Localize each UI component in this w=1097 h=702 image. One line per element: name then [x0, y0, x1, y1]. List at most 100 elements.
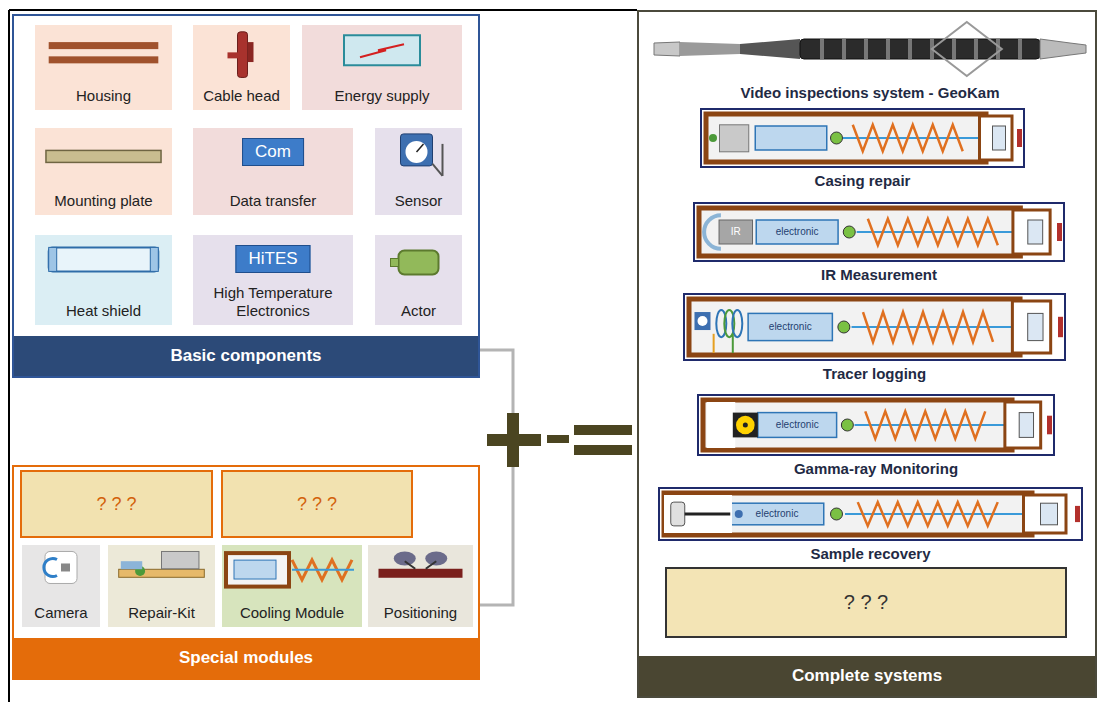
probe-tool — [683, 293, 1066, 361]
shape — [360, 44, 404, 57]
icon-label: Com — [242, 138, 304, 166]
system-caption: Video inspections system - GeoKam — [650, 84, 1090, 101]
shape — [743, 423, 748, 428]
panel-title: Special modules — [179, 648, 313, 668]
component-label: Data transfer — [196, 192, 350, 210]
probe-tool — [658, 487, 1083, 541]
module-label: electronic — [730, 503, 824, 525]
camera-icon — [22, 545, 100, 599]
shape — [405, 561, 416, 569]
shape — [748, 313, 832, 340]
shape — [863, 312, 993, 342]
shape — [732, 310, 742, 337]
frame-line — [8, 10, 10, 702]
shape — [720, 125, 749, 152]
placeholder-text: ? ? ? — [844, 591, 888, 614]
shape — [226, 553, 289, 586]
system-caption: Gamma-ray Monitoring — [697, 460, 1055, 477]
shape — [1005, 402, 1041, 448]
repair-icon — [108, 545, 215, 599]
shape — [1047, 416, 1052, 435]
shape — [704, 215, 721, 249]
shape — [831, 132, 843, 144]
shape — [1058, 317, 1063, 337]
tool-figure: Casing repair — [700, 108, 1025, 190]
shape — [756, 220, 838, 244]
shape — [680, 42, 740, 56]
energy-icon — [302, 25, 462, 82]
component-box: Camera — [22, 545, 100, 627]
shape — [1028, 220, 1043, 244]
probe-tool — [697, 394, 1055, 456]
shape — [1075, 506, 1080, 522]
bracket-line — [480, 467, 513, 605]
module-label: electronic — [748, 313, 832, 340]
shape — [980, 116, 1013, 160]
shape — [1041, 503, 1058, 525]
shape — [1017, 129, 1022, 147]
placeholder-text: ? ? ? — [96, 494, 136, 515]
component-box: Cable head — [193, 25, 290, 110]
shape — [399, 251, 439, 275]
shape — [344, 35, 420, 65]
shape — [853, 125, 963, 151]
panel-title: Complete systems — [792, 666, 942, 686]
shape — [1028, 313, 1043, 340]
shape — [1012, 301, 1050, 353]
shape — [685, 513, 731, 516]
shape — [46, 150, 161, 162]
component-box: Repair-Kit — [108, 545, 215, 627]
shape — [952, 39, 956, 59]
shape — [406, 141, 428, 163]
tool-figure: Tracer loggingelectronic — [683, 293, 1066, 383]
shape — [1013, 210, 1050, 254]
shape — [1057, 223, 1062, 241]
panel-bar: Complete systems — [639, 656, 1095, 696]
shape — [664, 495, 732, 533]
shape — [758, 413, 837, 438]
panel: Special modules ? ? ? ? ? ? CameraRepair-Ki… — [12, 465, 480, 680]
shape — [838, 321, 850, 333]
shape — [713, 334, 715, 353]
shape — [841, 419, 853, 431]
actor-icon — [375, 235, 462, 297]
shape — [234, 560, 276, 579]
shape — [1024, 495, 1067, 533]
component-box: Energy supply — [302, 25, 462, 110]
component-box: ? ? ? — [665, 567, 1067, 638]
shape — [664, 493, 1032, 535]
shape — [1040, 39, 1086, 59]
shape — [228, 52, 240, 58]
icon-label: HiTES — [235, 245, 310, 273]
shape — [61, 563, 70, 571]
component-box: Mounting plate — [35, 128, 172, 215]
module-label: electronic — [758, 413, 837, 438]
shape — [699, 208, 1020, 256]
component-label: Energy supply — [305, 87, 459, 105]
shape — [49, 247, 159, 271]
shape — [868, 219, 998, 245]
component-box: ? ? ? — [221, 470, 413, 538]
shape — [150, 247, 158, 271]
shape — [974, 39, 978, 59]
shape — [162, 551, 199, 568]
shape — [852, 326, 1017, 328]
component-box: Actor — [375, 235, 462, 325]
shape — [49, 56, 159, 63]
shape — [736, 416, 755, 435]
component-box: Cooling Module — [222, 545, 362, 627]
frame-line — [9, 9, 637, 11]
shape — [843, 226, 855, 238]
shape — [45, 551, 77, 583]
panel-bar: Special modules — [14, 638, 478, 678]
shape — [719, 220, 752, 244]
equals-symbol — [574, 425, 632, 435]
shape — [689, 299, 1020, 355]
shape — [698, 395, 1054, 455]
component-box: ? ? ? — [20, 470, 213, 538]
shape — [730, 503, 824, 525]
equals-symbol — [574, 445, 632, 455]
component-box: HiTESHigh Temperature Electronics — [193, 235, 353, 325]
shape — [755, 126, 827, 150]
